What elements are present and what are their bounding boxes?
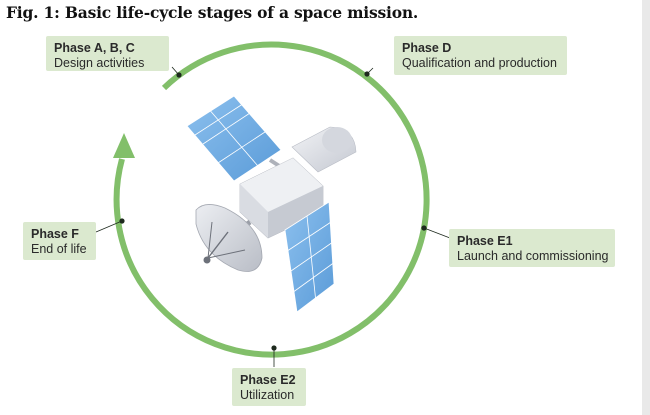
- page-edge: [642, 0, 650, 415]
- upper-solar-panel: [186, 95, 282, 182]
- antenna-dish: [195, 204, 263, 272]
- figure-title: Fig. 1: Basic life-cycle stages of a spa…: [6, 3, 419, 22]
- cycle-ring: [113, 41, 430, 358]
- leader-lines: [95, 66, 451, 367]
- phase-e1-title: Phase E1: [457, 234, 513, 248]
- phase-e2-title: Phase E2: [240, 373, 296, 387]
- phase-abc-desc: Design activities: [54, 56, 145, 70]
- phase-abc-label: Phase A, B, C Design activities: [46, 36, 169, 71]
- main-body: [239, 157, 324, 239]
- top-module: [291, 126, 357, 173]
- phase-f-desc: End of life: [31, 242, 87, 256]
- phase-e1-desc: Launch and commissioning: [457, 249, 609, 263]
- phase-abc-title: Phase A, B, C: [54, 41, 135, 55]
- phase-e1-label: Phase E1 Launch and commissioning: [449, 229, 615, 267]
- satellite-illustration: [186, 95, 357, 313]
- cycle-arrowhead: [113, 133, 135, 158]
- phase-d-desc: Qualification and production: [402, 56, 557, 70]
- phase-d-title: Phase D: [402, 41, 452, 55]
- phase-f-label: Phase F End of life: [23, 222, 96, 260]
- phase-e2-label: Phase E2 Utilization: [232, 368, 306, 406]
- phase-e2-desc: Utilization: [240, 388, 295, 402]
- phase-d-label: Phase D Qualification and production: [394, 36, 567, 75]
- lower-solar-panel: [284, 201, 335, 313]
- phase-f-title: Phase F: [31, 227, 79, 241]
